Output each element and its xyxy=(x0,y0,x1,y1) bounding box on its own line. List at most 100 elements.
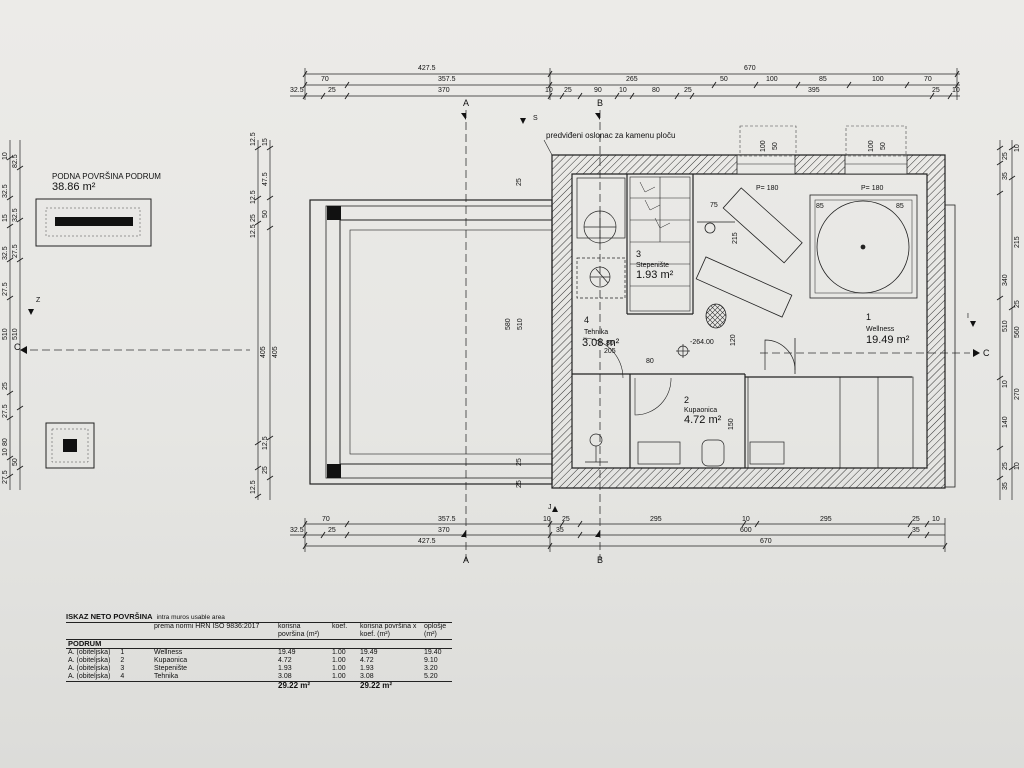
building-walls xyxy=(543,125,956,489)
row-num: 2 xyxy=(120,657,125,664)
row-area: 1.93 xyxy=(278,665,292,672)
section-marker-c-left: C xyxy=(14,342,21,352)
area-table: ISKAZ NETO POVRŠINA intra muros usable a… xyxy=(66,612,452,690)
right-dim-12: 25 xyxy=(1002,462,1009,470)
top-dim-row2-3: 50 xyxy=(720,76,728,83)
area-table-title: ISKAZ NETO POVRŠINA xyxy=(66,612,153,621)
row-oplosje: 5.20 xyxy=(424,673,438,680)
section-cut-lines xyxy=(30,110,970,560)
bottom-dim-row3-0: 427.5 xyxy=(418,538,436,545)
left-dim-25: 25 xyxy=(262,466,269,474)
inner-label-16: 580 xyxy=(505,318,512,330)
room-2-area: 4.72 m² xyxy=(684,414,722,426)
room-3-area: 1.93 m² xyxy=(636,269,674,281)
left-dim-11: 510 xyxy=(12,328,19,340)
table-row: A. (obiteljska) 1 Wellness 19.49 1.00 19… xyxy=(66,649,452,658)
section-marker-i: I xyxy=(967,313,969,320)
room-4-name: Tehnika xyxy=(584,329,609,336)
section-marker-b-top: B xyxy=(597,98,604,108)
inner-label-0: 100 xyxy=(760,140,767,152)
row-num: 4 xyxy=(120,673,125,680)
bottom-dim-row1-1: 357.5 xyxy=(438,516,456,523)
inner-label-17: 510 xyxy=(517,318,524,330)
left-dim-4: 32.5 xyxy=(2,246,9,260)
row-oplosje: 19.40 xyxy=(424,649,442,656)
inner-label-20: 25 xyxy=(516,458,523,466)
elevation-label: -264.00 xyxy=(690,339,714,346)
bottom-dim-row2-5: 35 xyxy=(912,527,920,534)
top-dim-row3-9: 395 xyxy=(808,87,820,94)
right-dim-2: 35 xyxy=(1002,172,1009,180)
bottom-dim-row2-1: 25 xyxy=(328,527,336,534)
left-dim-0: 10 xyxy=(2,152,9,160)
tech-equipment xyxy=(576,177,626,299)
inner-label-14: 150 xyxy=(728,418,735,430)
left-dim-18: 12.5 xyxy=(250,190,257,204)
top-dim-row3-0: 32.5 xyxy=(290,87,304,94)
top-dim-row3-11: 10 xyxy=(952,87,960,94)
section-marker-a-top: A xyxy=(463,98,470,108)
section-marker-z: Z xyxy=(36,297,41,304)
left-dim-19: 47.5 xyxy=(262,172,269,186)
row-area: 19.49 xyxy=(278,649,296,656)
top-dim-row2-5: 85 xyxy=(819,76,827,83)
row-type: A. (obiteljska) xyxy=(68,649,111,656)
left-dim-21: 12.5 xyxy=(250,224,257,238)
right-dim-6: 510 xyxy=(1002,320,1009,332)
row-num: 3 xyxy=(120,665,125,672)
inner-label-19: 405 xyxy=(272,346,279,358)
right-dim-8: 10 xyxy=(1002,380,1009,388)
left-dim-16: 12.5 xyxy=(250,132,257,146)
col-header-product: korisna površina x koef. (m²) xyxy=(358,623,422,640)
left-dim-2: 82.5 xyxy=(12,154,19,168)
inner-label-3: 50 xyxy=(880,142,887,150)
row-type: A. (obiteljska) xyxy=(68,673,111,680)
bottom-dim-row3-1: 670 xyxy=(760,538,772,545)
bathroom-fixtures xyxy=(582,337,914,469)
top-dim-row2-0: 70 xyxy=(321,76,329,83)
row-name: Kupaonica xyxy=(154,657,188,664)
left-dim-20: 50 xyxy=(262,210,269,218)
right-dimension-lines xyxy=(996,140,1016,500)
inner-label-21: 25 xyxy=(516,480,523,488)
inner-label-12: 80 xyxy=(606,340,614,347)
top-dim-row2-7: 70 xyxy=(924,76,932,83)
bottom-dim-row2-4: 600 xyxy=(740,527,752,534)
top-dim-row2-1: 357.5 xyxy=(438,76,456,83)
table-row: A. (obiteljska) 2 Kupaonica 4.72 1.00 4.… xyxy=(66,657,452,665)
room-4-area: 3.08 m² xyxy=(582,337,620,349)
inner-label-1: 50 xyxy=(772,142,779,150)
inner-label-8: 85 xyxy=(896,203,904,210)
row-coef: 1.00 xyxy=(332,649,346,656)
top-dim-row3-6: 10 xyxy=(619,87,627,94)
table-row: A. (obiteljska) 4 Tehnika 3.08 1.00 3.08… xyxy=(66,673,452,682)
right-dim-11: 35 xyxy=(1002,482,1009,490)
col-header-norm: prema normi HRN ISO 9836:2017 xyxy=(152,623,276,640)
col-header-coef: koef. xyxy=(330,623,358,640)
inner-label-18: 405 xyxy=(260,346,267,358)
bottom-dimension-lines xyxy=(290,518,948,552)
inner-label-11: 205 xyxy=(604,348,616,355)
interior-walls xyxy=(572,174,912,468)
right-dim-13: 10 xyxy=(1014,462,1021,470)
right-dim-9: 270 xyxy=(1014,388,1021,400)
room-4-number: 4 xyxy=(584,315,590,325)
top-dim-row3-3: 10 xyxy=(545,87,553,94)
bottom-dim-row1-3: 25 xyxy=(562,516,570,523)
left-dim-10: 510 xyxy=(2,328,9,340)
left-dim-12: 27.5 xyxy=(2,404,9,418)
top-dim-row2-4: 100 xyxy=(766,76,778,83)
col-header-area: korisna površina (m²) xyxy=(276,623,330,640)
bottom-dim-row1-6: 295 xyxy=(820,516,832,523)
row-oplosje: 3.20 xyxy=(424,665,438,672)
staircase xyxy=(629,176,691,312)
podna-povrsina-title: PODNA POVRŠINA PODRUM xyxy=(52,172,161,181)
bottom-dim-row1-7: 25 xyxy=(912,516,920,523)
top-dim-row3-10: 25 xyxy=(932,87,940,94)
terrace-outline xyxy=(309,199,553,485)
room-3-number: 3 xyxy=(636,249,642,259)
right-dim-0: 25 xyxy=(1002,152,1009,160)
inner-label-13: 80 xyxy=(646,358,654,365)
room-2-number: 2 xyxy=(684,395,690,405)
left-dim-6: 32.5 xyxy=(12,208,19,222)
